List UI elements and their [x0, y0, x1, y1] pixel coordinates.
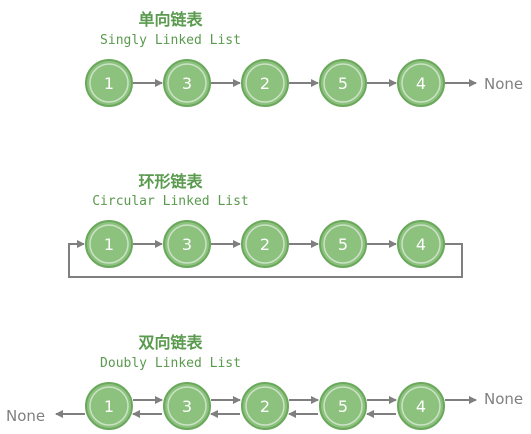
circular-node-value: 3: [182, 235, 192, 254]
circular-arrows: [68, 240, 463, 278]
doubly-node-value: 2: [260, 397, 270, 416]
singly-linked-list: 1 3 2 5 4 None: [85, 59, 523, 107]
doubly-arrows: [55, 396, 477, 418]
circular-node: 5: [319, 220, 367, 268]
circular-linked-list: 1 3 2 5 4: [68, 220, 463, 278]
doubly-node: 5: [319, 382, 367, 430]
circular-node: 3: [163, 220, 211, 268]
doubly-node-value: 3: [182, 397, 192, 416]
circular-loop-arrow: [68, 240, 463, 278]
doubly-node: 3: [163, 382, 211, 430]
circular-node-value: 5: [338, 235, 348, 254]
doubly-node-value: 1: [104, 397, 114, 416]
singly-title-en: Singly Linked List: [100, 33, 241, 48]
singly-node: 3: [163, 59, 211, 107]
doubly-title-en: Doubly Linked List: [100, 356, 241, 371]
doubly-head-none: None: [6, 407, 45, 425]
circular-node-value: 2: [260, 235, 270, 254]
circular-node: 2: [241, 220, 289, 268]
doubly-node-value: 5: [338, 397, 348, 416]
doubly-node: 2: [241, 382, 289, 430]
doubly-tail-none: None: [484, 390, 523, 408]
circular-title-en: Circular Linked List: [92, 194, 249, 209]
singly-node-value: 5: [338, 74, 348, 93]
doubly-node: 1: [85, 382, 133, 430]
doubly-node: 4: [397, 382, 445, 430]
doubly-linked-list: 1 3 2 5 4 None None: [6, 382, 523, 430]
doubly-title-cn: 双向链表: [138, 333, 203, 352]
singly-node-value: 1: [104, 74, 114, 93]
singly-node-value: 3: [182, 74, 192, 93]
circular-node-value: 4: [416, 235, 426, 254]
singly-tail-none: None: [484, 75, 523, 93]
circular-node: 4: [397, 220, 445, 268]
circular-node-value: 1: [104, 235, 114, 254]
circular-node: 1: [85, 220, 133, 268]
singly-node: 5: [319, 59, 367, 107]
singly-node: 2: [241, 59, 289, 107]
singly-node: 4: [397, 59, 445, 107]
singly-node-value: 4: [416, 74, 426, 93]
circular-title-cn: 环形链表: [138, 172, 203, 191]
singly-node-value: 2: [260, 74, 270, 93]
singly-node: 1: [85, 59, 133, 107]
singly-title-cn: 单向链表: [138, 10, 203, 29]
doubly-node-value: 4: [416, 397, 426, 416]
